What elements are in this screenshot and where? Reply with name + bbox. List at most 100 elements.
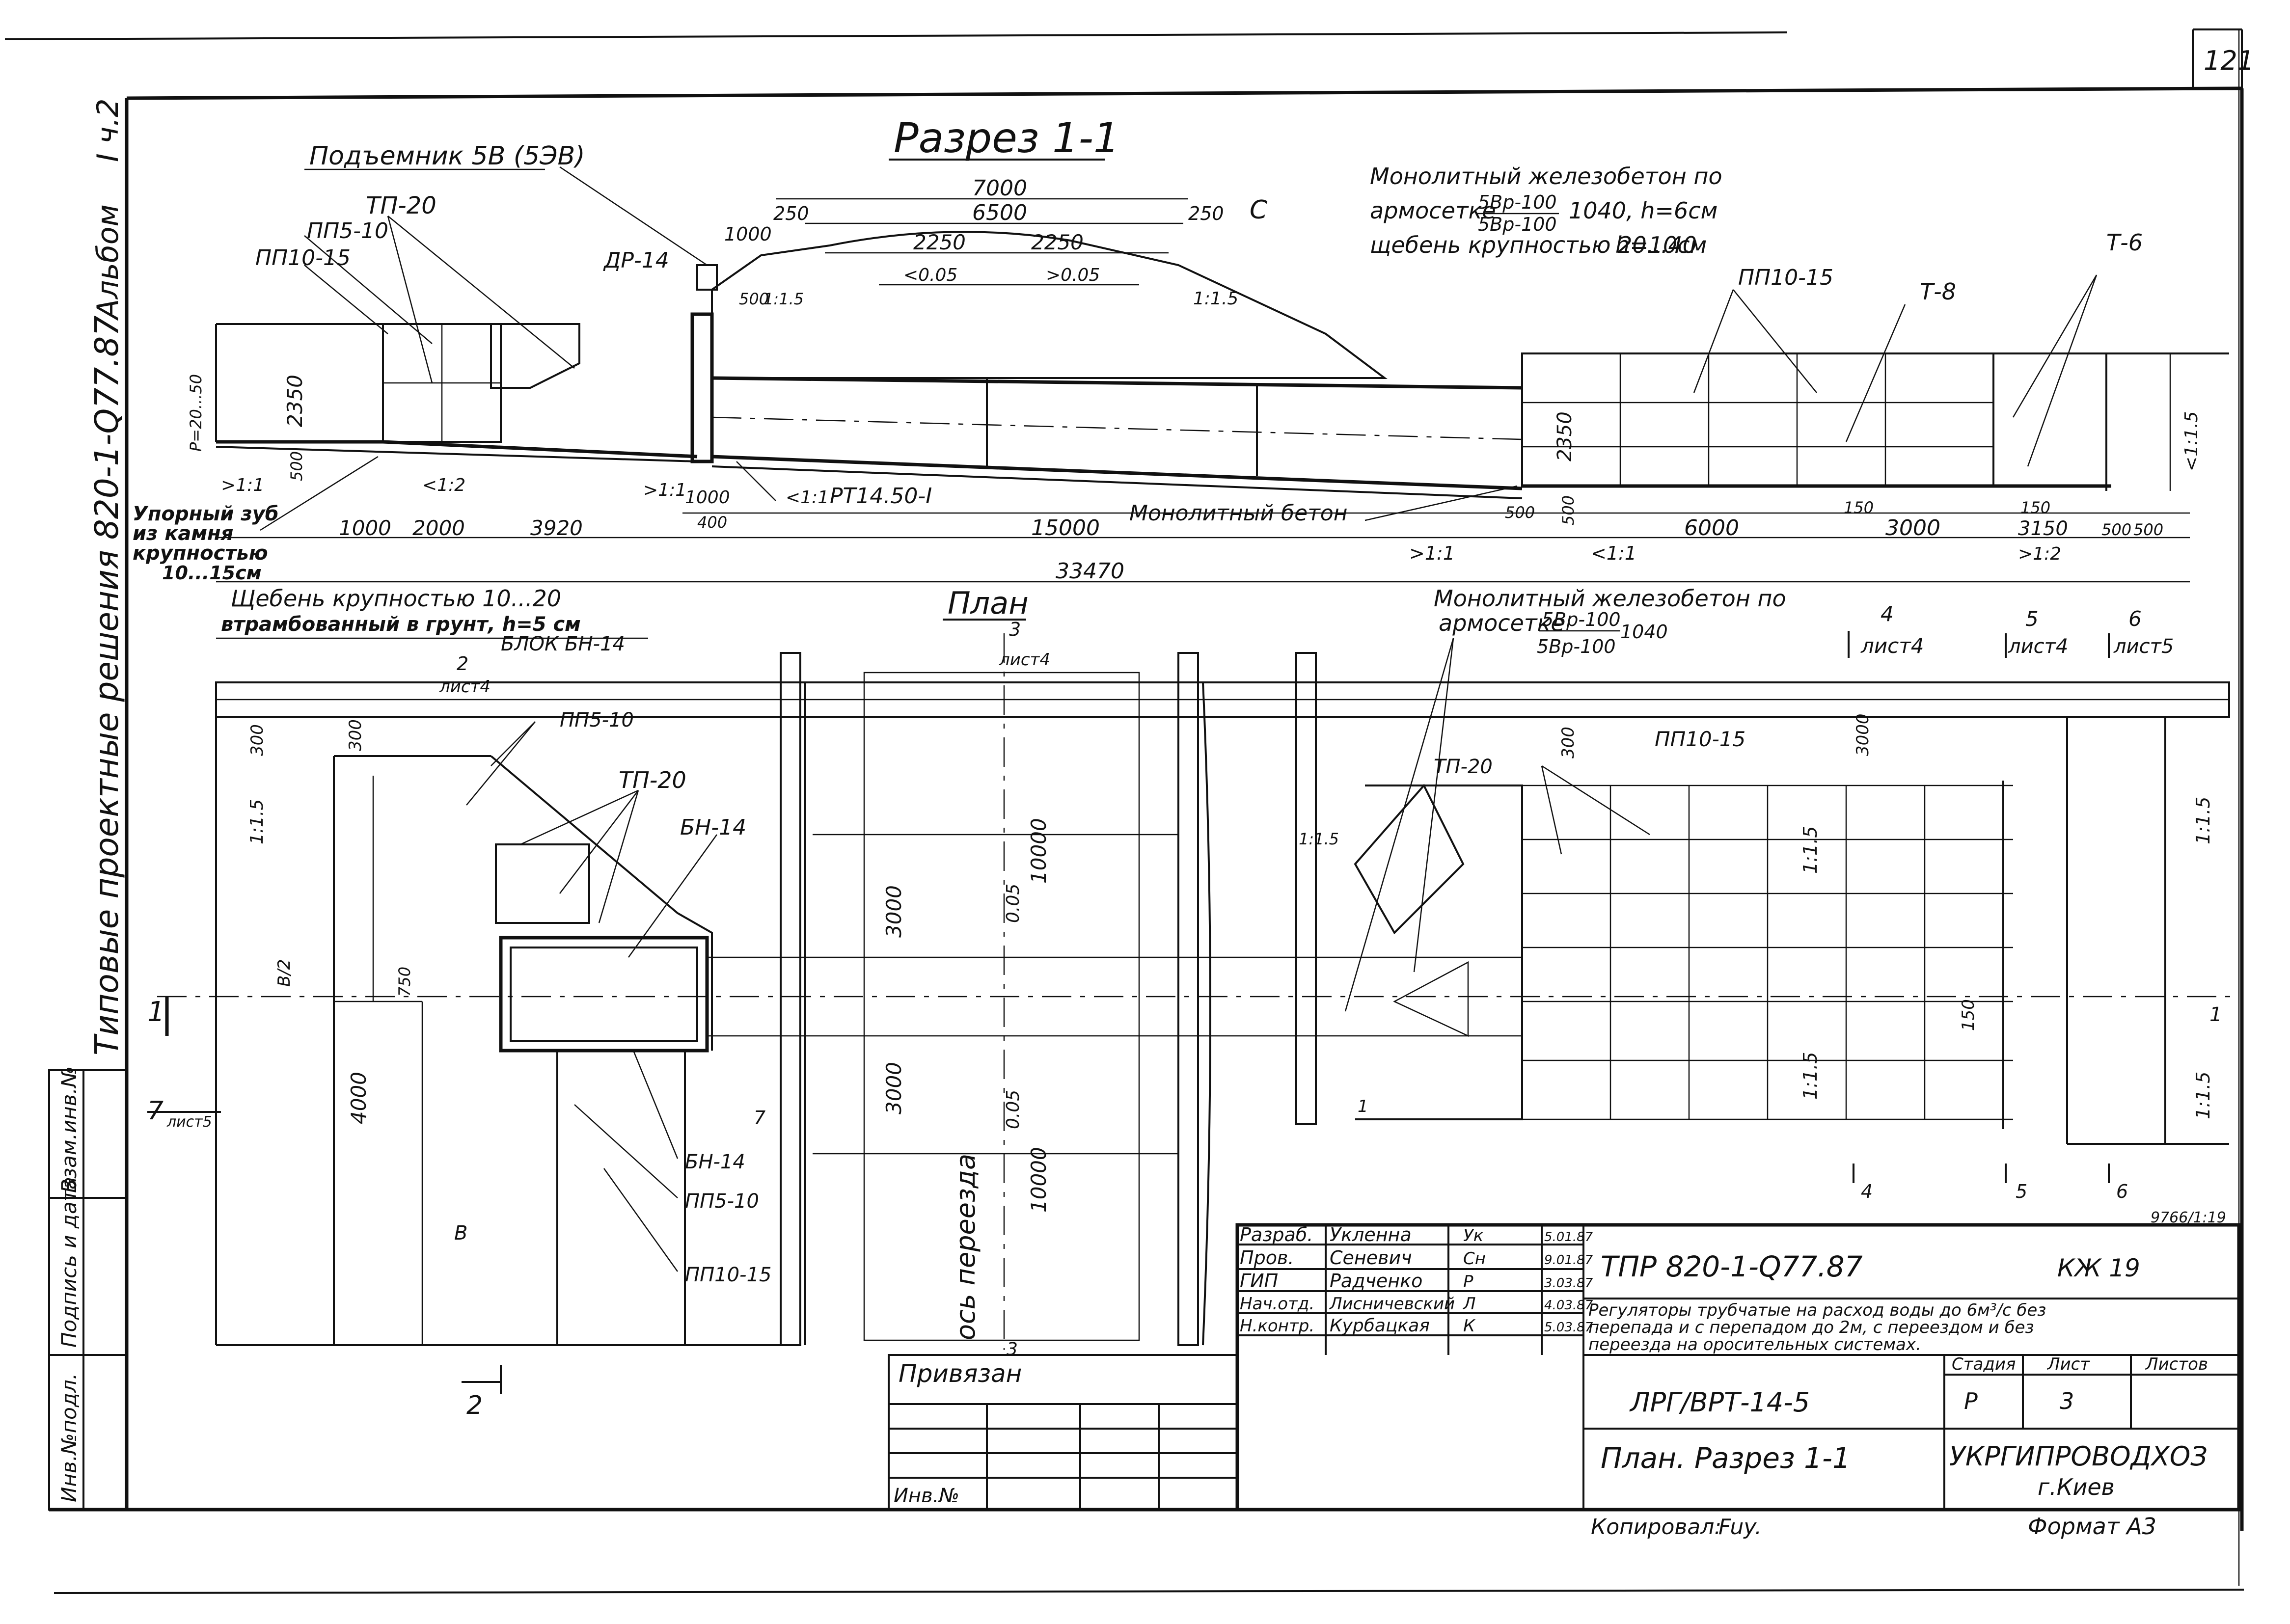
- plan-slope-115rb: 1:1.5: [2192, 1072, 2214, 1119]
- slope-11: >1:1: [221, 475, 264, 495]
- name-3: Лисничевский: [1329, 1294, 1455, 1314]
- slope-12r: >1:2: [2018, 544, 2061, 564]
- privyazan-label: Привязан: [899, 1359, 1022, 1388]
- label-sheben-2: втрамбованный в грунт, h=5 см: [221, 613, 581, 636]
- plan-slope-115ra: 1:1.5: [2192, 797, 2214, 844]
- listov-label: Листов: [2145, 1354, 2208, 1374]
- sign-0: Ук: [1463, 1226, 1484, 1245]
- slope-115b: 1:1.5: [1193, 289, 1238, 309]
- note-line-3: щебень крупностью 20...40: [1370, 232, 1697, 258]
- label-dr14: ДР-14: [603, 248, 669, 273]
- plan-title: План: [948, 585, 1029, 621]
- plan-dim-750: 750: [395, 967, 414, 997]
- name-1: Сеневич: [1330, 1247, 1412, 1269]
- mark-3: 3: [1009, 619, 1021, 640]
- stamp-side-replace: Взам.инв.№: [57, 1066, 81, 1193]
- plan-label-tp20r: ТП-20: [1434, 756, 1493, 778]
- slope-115a: 1:1.5: [763, 290, 804, 308]
- plan-slope-115m: 1:1.5: [1299, 830, 1339, 848]
- inv-label: Инв.№: [894, 1485, 959, 1507]
- plan-note-frac-den: 5Вр-100: [1537, 636, 1616, 657]
- slope-12: <1:2: [422, 475, 465, 495]
- plan-note-tail: 1040: [1620, 621, 1668, 643]
- plan-dim-005a: 0.05: [1003, 884, 1023, 923]
- plan-label-bn14b: БН-14: [685, 1151, 745, 1173]
- org-name: УКРГИПРОВОДХОЗ: [1949, 1441, 2208, 1472]
- label-blok: БЛОК БН-14: [501, 633, 625, 655]
- slope-11e: <1:1: [1591, 542, 1636, 564]
- copied-sign: Fuy.: [1718, 1515, 1762, 1540]
- plan-dim-300b: 300: [346, 719, 365, 751]
- mark-2-sheet: лист4: [439, 677, 491, 697]
- label-monolith: Монолитный бетон: [1129, 501, 1348, 526]
- plan-note-frac-num: 5Вр-100: [1542, 609, 1621, 630]
- dim-33470: 33470: [1056, 559, 1124, 584]
- mark-6-bottom: 6: [2116, 1181, 2128, 1202]
- sign-2: Р: [1463, 1272, 1473, 1292]
- label-upor-3: крупностью: [133, 542, 268, 565]
- album-part: I ч.2: [91, 99, 125, 162]
- sheet-code: КЖ 19: [2057, 1254, 2140, 1282]
- list-value: 3: [2060, 1388, 2074, 1414]
- note-frac-num: 5Вр-100: [1478, 191, 1557, 213]
- dim-500v: 500: [739, 290, 769, 308]
- plan-axis-label: ось переезда: [950, 1154, 981, 1340]
- plan-dim-b2: B/2: [274, 959, 294, 987]
- note-frac-den: 5Вр-100: [1478, 214, 1557, 235]
- album-label: Альбом: [91, 204, 125, 321]
- plan-dim-10000b: 10000: [1027, 1147, 1051, 1213]
- date-2: 3.03.87: [1544, 1276, 1593, 1291]
- dim-1000b: 1000: [685, 487, 730, 508]
- copied-label: Копировал:: [1591, 1515, 1721, 1540]
- dim-3920: 3920: [530, 516, 583, 540]
- dim-150a: 150: [1844, 498, 1874, 517]
- list-label: Лист: [2046, 1354, 2090, 1374]
- series-label: Типовые проектные решения 820-1-Q77.87: [88, 316, 126, 1056]
- label-sheben-1: Щебень крупностью 10...20: [231, 585, 561, 612]
- dim-6000: 6000: [1684, 515, 1739, 541]
- stamp-side-sign: Подпись и дата: [57, 1177, 81, 1348]
- dim-1000top: 1000: [724, 223, 772, 245]
- doc-code: ТПР 820-1-Q77.87: [1601, 1250, 1863, 1283]
- note-line-2a: армосетке: [1370, 197, 1496, 224]
- plan-slope-115l: 1:1.5: [247, 799, 267, 844]
- mark-7-sheet: лист5: [166, 1113, 212, 1131]
- date-4: 5.03.87: [1544, 1320, 1593, 1335]
- mark-2-bottom: 2: [466, 1391, 483, 1420]
- role-2: ГИП: [1240, 1270, 1278, 1292]
- dim-500l: 500: [287, 451, 306, 481]
- dim-15000: 15000: [1031, 515, 1100, 541]
- plan-dim-4000: 4000: [347, 1072, 371, 1124]
- date-3: 4.03.87: [1544, 1298, 1593, 1313]
- note-line-3b: h=10см: [1615, 232, 1707, 258]
- sheet-title: План. Разрез 1-1: [1601, 1441, 1851, 1475]
- role-3: Нач.отд.: [1240, 1294, 1314, 1314]
- dim-2000: 2000: [412, 516, 465, 540]
- plan-mark-seven: 7: [754, 1107, 765, 1129]
- dim-6500: 6500: [972, 200, 1027, 225]
- label-t8: Т-8: [1920, 278, 1956, 305]
- mark-4: 4: [1881, 602, 1894, 626]
- description-2: перепада и с перепадом до 2м, с переездо…: [1588, 1318, 2034, 1337]
- note-line-2b: 1040, h=6см: [1569, 197, 1718, 224]
- label-upor-2: из камня: [133, 522, 233, 545]
- sign-1: Сн: [1463, 1249, 1486, 1269]
- page-number: 121: [2204, 45, 2254, 76]
- plan-dim-005b: 0.05: [1003, 1090, 1023, 1129]
- mark-2: 2: [457, 653, 468, 675]
- dim-250a: 250: [773, 203, 809, 224]
- dim-500r3: 500: [2101, 520, 2131, 539]
- label-rt: РТ14.50-I: [830, 484, 932, 509]
- slope-11d: >1:1: [1409, 542, 1455, 564]
- dim-500r1: 500: [1505, 503, 1535, 522]
- plan-dim-300a: 300: [247, 724, 267, 756]
- stadia-value: Р: [1964, 1388, 1978, 1414]
- slope-11b: >1:1: [643, 480, 686, 500]
- dim-7000: 7000: [972, 176, 1027, 201]
- object-code: ЛРГ/ВРТ-14-5: [1629, 1387, 1810, 1418]
- dim-150b: 150: [2020, 498, 2050, 517]
- dim-500r2: 500: [1559, 495, 1578, 525]
- mark-3b: 3: [1007, 1339, 1018, 1359]
- label-tp20-top: ТП-20: [366, 192, 436, 219]
